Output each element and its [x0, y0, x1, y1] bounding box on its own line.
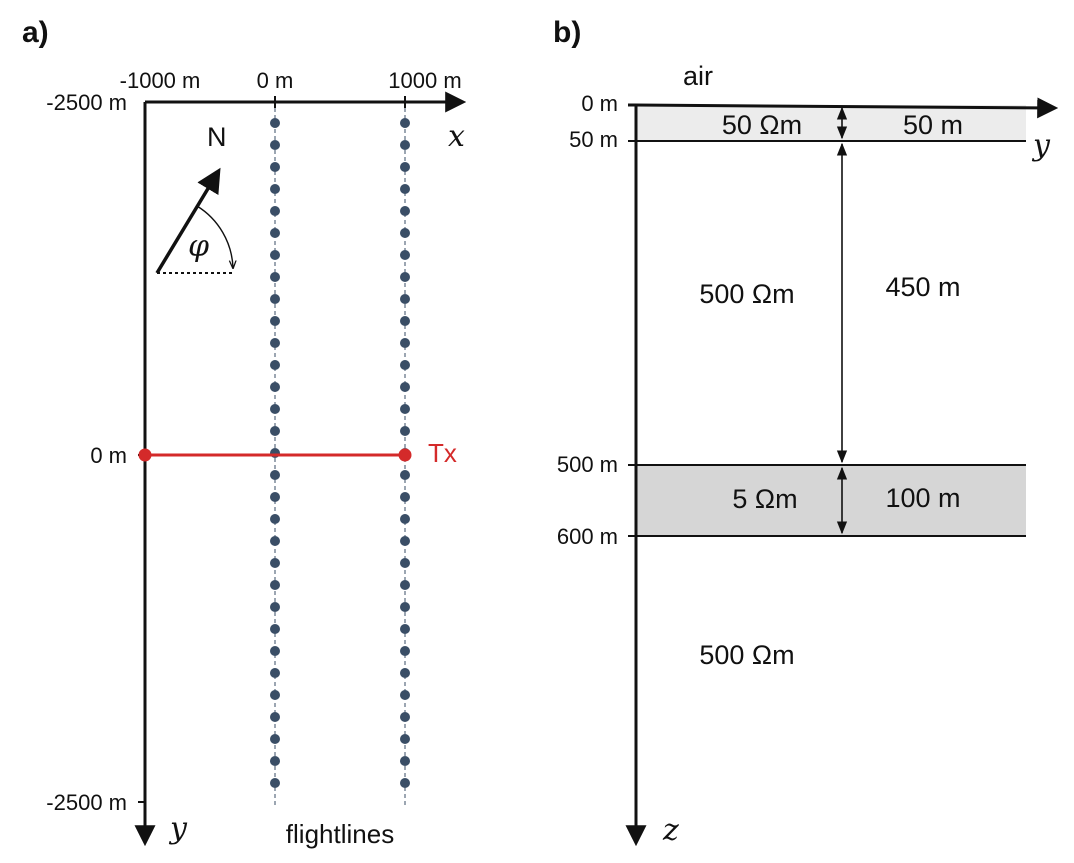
flightline-point-b-9: [400, 316, 410, 326]
depth-tick-500: 500 m: [557, 452, 618, 477]
flightline-point-b-11: [400, 360, 410, 370]
flightline-point-a-17: [270, 492, 280, 502]
flightline-point-a-7: [270, 272, 280, 282]
flightline-point-b-7: [400, 272, 410, 282]
layer-4-resistivity: 500 Ωm: [699, 640, 794, 670]
x-tick-label-0: 0 m: [257, 68, 294, 93]
panel-a: a) x -1000 m 0 m 1000 m y -2500 m 0 m -2…: [22, 16, 467, 849]
north-label: N: [207, 122, 227, 152]
flightline-point-b-17: [400, 492, 410, 502]
flightline-point-b-1: [400, 140, 410, 150]
flightline-point-a-2: [270, 162, 280, 172]
layer-1-resistivity: 50 Ωm: [722, 110, 802, 140]
flightline-point-a-0: [270, 118, 280, 128]
flightline-point-b-0: [400, 118, 410, 128]
flightline-point-a-6: [270, 250, 280, 260]
angle-arc-icon: [196, 205, 233, 268]
flightline-point-a-3: [270, 184, 280, 194]
flightline-point-a-4: [270, 206, 280, 216]
flightline-point-b-4: [400, 206, 410, 216]
flightline-point-a-22: [270, 602, 280, 612]
layer-3-thickness: 100 m: [885, 483, 960, 513]
depth-tick-50: 50 m: [569, 127, 618, 152]
flightline-point-b-27: [400, 712, 410, 722]
flightline-point-b-30: [400, 778, 410, 788]
flightline-point-a-23: [270, 624, 280, 634]
x-tick-label-1000: 1000 m: [388, 68, 461, 93]
angle-label: φ: [188, 229, 209, 264]
y-axis-label: y: [168, 811, 188, 846]
layer-3-shading: [636, 465, 1026, 536]
flightline-point-b-21: [400, 580, 410, 590]
tx-label: Tx: [428, 438, 457, 468]
flightline-point-b-13: [400, 404, 410, 414]
flightline-point-b-3: [400, 184, 410, 194]
layer-3-resistivity: 5 Ωm: [732, 484, 797, 514]
x-tick-label-neg1000: -1000 m: [120, 68, 201, 93]
flightline-point-a-24: [270, 646, 280, 656]
flightline-point-a-25: [270, 668, 280, 678]
flightline-point-a-5: [270, 228, 280, 238]
z-axis-label: z: [662, 813, 679, 848]
panel-a-label: a): [22, 16, 49, 49]
flightline-point-b-5: [400, 228, 410, 238]
tx-endpoint-right: [398, 448, 412, 462]
flightline-point-a-14: [270, 426, 280, 436]
flightline-point-b-6: [400, 250, 410, 260]
flightline-point-b-20: [400, 558, 410, 568]
flightline-point-a-13: [270, 404, 280, 414]
flightline-point-a-8: [270, 294, 280, 304]
panel-b-label: b): [553, 16, 581, 49]
flightline-point-b-8: [400, 294, 410, 304]
flightline-0-points: [270, 118, 280, 788]
flightline-point-a-28: [270, 734, 280, 744]
air-label: air: [683, 61, 713, 91]
tx-endpoint-left: [138, 448, 152, 462]
x-axis-label: x: [448, 119, 465, 154]
flightline-point-b-16: [400, 470, 410, 480]
flightline-point-a-19: [270, 536, 280, 546]
flightline-point-b-22: [400, 602, 410, 612]
layer-2-thickness: 450 m: [885, 272, 960, 302]
flightline-point-b-25: [400, 668, 410, 678]
flightline-point-b-2: [400, 162, 410, 172]
y-tick-label-bottom: -2500 m: [46, 790, 127, 815]
flightline-point-a-27: [270, 712, 280, 722]
flightline-point-a-16: [270, 470, 280, 480]
layer-1-shading: [636, 105, 1026, 141]
flightline-point-a-11: [270, 360, 280, 370]
flightlines-label: flightlines: [286, 819, 394, 849]
y-tick-label-0: 0 m: [90, 443, 127, 468]
flightline-point-a-30: [270, 778, 280, 788]
flightline-point-a-9: [270, 316, 280, 326]
flightline-point-b-18: [400, 514, 410, 524]
depth-tick-600: 600 m: [557, 524, 618, 549]
panel-b: b) air y z 0 m 50 m 500 m 600 m 50 Ωm 50…: [553, 16, 1059, 848]
flightline-point-a-29: [270, 756, 280, 766]
flightline-point-a-1: [270, 140, 280, 150]
flightline-point-b-24: [400, 646, 410, 656]
flightline-point-b-23: [400, 624, 410, 634]
flightline-point-b-19: [400, 536, 410, 546]
y-axis-b-label: y: [1031, 128, 1051, 163]
flightline-point-b-10: [400, 338, 410, 348]
layer-2-resistivity: 500 Ωm: [699, 279, 794, 309]
north-arrow-icon: [155, 167, 221, 274]
y-tick-label-top: -2500 m: [46, 90, 127, 115]
flightline-point-a-26: [270, 690, 280, 700]
flightline-point-b-26: [400, 690, 410, 700]
layer-1-thickness: 50 m: [903, 110, 963, 140]
flightline-point-b-29: [400, 756, 410, 766]
y-axis-b-line: [627, 97, 1059, 119]
flightline-point-a-18: [270, 514, 280, 524]
flightline-point-b-28: [400, 734, 410, 744]
flightline-point-a-10: [270, 338, 280, 348]
flightline-point-b-12: [400, 382, 410, 392]
flightline-point-b-14: [400, 426, 410, 436]
flightline-point-a-20: [270, 558, 280, 568]
depth-tick-0: 0 m: [581, 91, 618, 116]
flightline-point-a-12: [270, 382, 280, 392]
flightline-point-a-21: [270, 580, 280, 590]
